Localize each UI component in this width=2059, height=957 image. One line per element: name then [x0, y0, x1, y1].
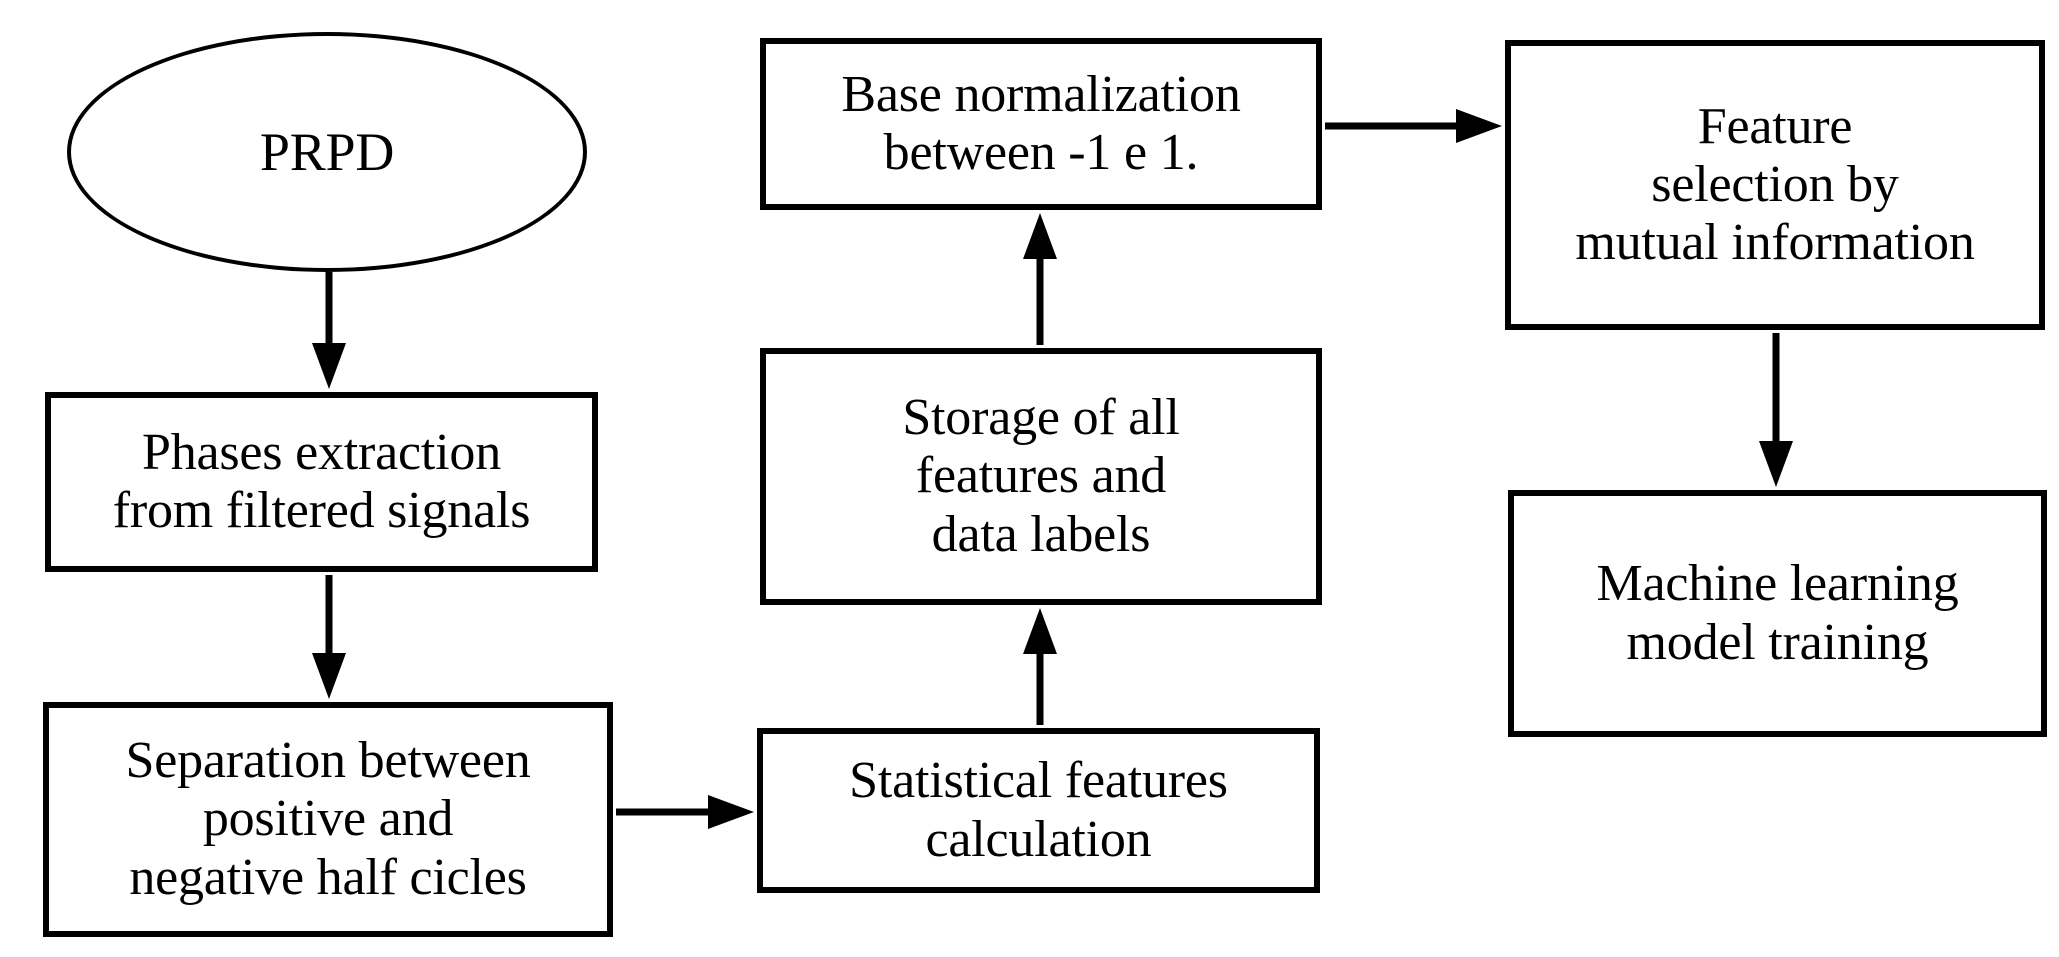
node-storage-features-labels-label: Storage of all features and data labels	[902, 389, 1180, 563]
arrow-phases-to-separation	[312, 575, 346, 699]
node-base-normalization[interactable]: Base normalization between -1 e 1.	[760, 38, 1322, 210]
arrow-prpd-to-phases	[312, 272, 346, 389]
node-separation-half-cicles[interactable]: Separation between positive and negative…	[43, 702, 613, 937]
arrow-storage-to-normalization	[1023, 213, 1057, 345]
node-phases-extraction[interactable]: Phases extraction from filtered signals	[45, 392, 598, 572]
node-statistical-features[interactable]: Statistical features calculation	[757, 728, 1320, 893]
node-prpd-label: PRPD	[259, 121, 395, 182]
node-model-training[interactable]: Machine learning model training	[1508, 490, 2047, 737]
node-separation-half-cicles-label: Separation between positive and negative…	[125, 732, 531, 906]
node-model-training-label: Machine learning model training	[1596, 555, 1959, 671]
arrow-statistical-to-storage	[1023, 608, 1057, 725]
node-storage-features-labels[interactable]: Storage of all features and data labels	[760, 348, 1322, 605]
node-base-normalization-label: Base normalization between -1 e 1.	[841, 65, 1241, 181]
arrow-selection-to-training	[1759, 333, 1793, 487]
node-phases-extraction-label: Phases extraction from filtered signals	[112, 423, 531, 539]
arrow-separation-to-statistical	[616, 795, 754, 829]
arrow-normalization-to-selection	[1325, 109, 1502, 143]
node-feature-selection-label: Feature selection by mutual information	[1575, 97, 1975, 272]
node-feature-selection[interactable]: Feature selection by mutual information	[1505, 40, 2045, 330]
node-prpd[interactable]: PRPD	[67, 32, 587, 272]
node-statistical-features-label: Statistical features calculation	[849, 752, 1228, 868]
